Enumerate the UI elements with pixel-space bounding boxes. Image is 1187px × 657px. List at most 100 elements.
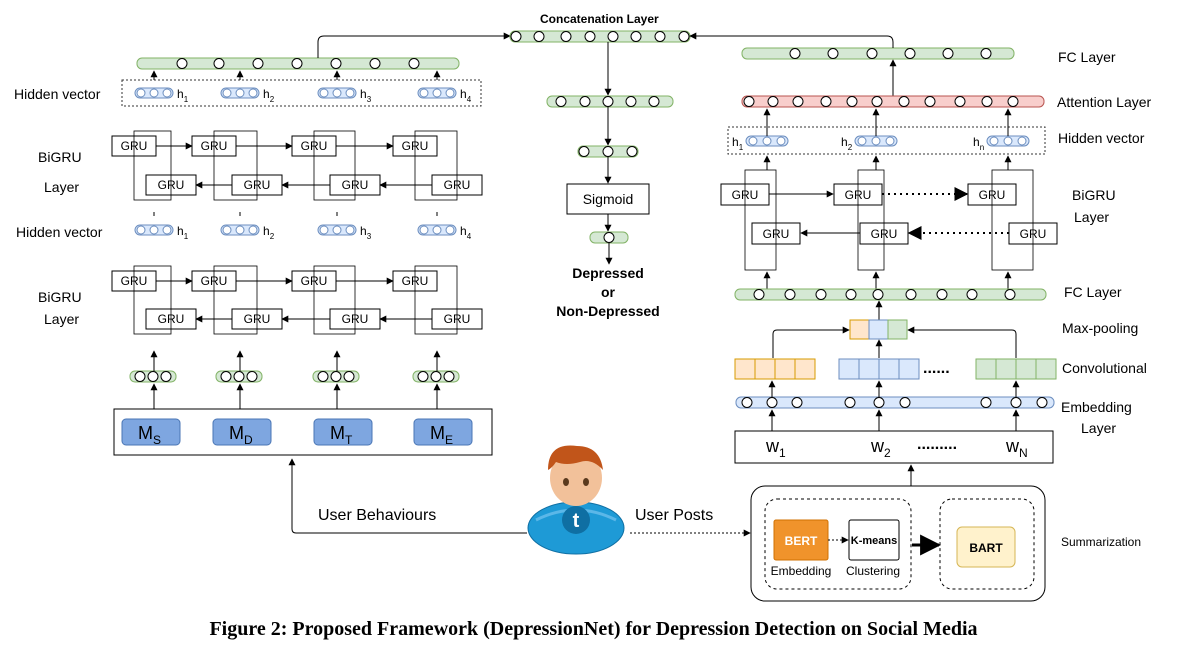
neuron	[899, 397, 911, 408]
neuron	[792, 96, 804, 107]
neuron	[1036, 397, 1048, 408]
neuron	[332, 225, 342, 235]
kmeans-caption: Clustering	[846, 564, 900, 578]
neuron	[905, 289, 917, 300]
neuron	[222, 88, 232, 98]
neuron	[827, 48, 839, 59]
neuron	[162, 88, 172, 98]
neuron	[235, 88, 245, 98]
left-hidden-top-2-label: h2	[263, 87, 275, 104]
neuron	[820, 96, 832, 107]
neuron	[980, 397, 992, 408]
neuron	[981, 96, 993, 107]
right-bigru-label-1: BiGRU	[1072, 187, 1116, 203]
bart-label: BART	[969, 541, 1003, 555]
conv-orange-cell	[734, 358, 756, 380]
neuron	[369, 58, 381, 69]
neuron	[1004, 289, 1016, 300]
left-bigru-bottom-cell-frame-4	[414, 265, 458, 335]
right-hidden-label-3: hn	[973, 135, 984, 152]
neuron	[753, 289, 765, 300]
user-posts-label: User Posts	[635, 507, 713, 524]
neuron	[885, 136, 895, 146]
modality-t	[313, 418, 373, 446]
neuron	[330, 371, 342, 382]
conv-dots: ......	[923, 360, 950, 377]
neuron	[648, 96, 660, 107]
left-bigru-label-top-2: Layer	[44, 179, 79, 195]
neuron	[317, 371, 329, 382]
neuron	[319, 225, 329, 235]
neuron	[345, 88, 355, 98]
neuron	[345, 225, 355, 235]
neuron	[147, 371, 159, 382]
maxpool-arrow-left	[772, 326, 850, 358]
output-or: or	[601, 284, 616, 300]
right-cell-frame-2	[857, 169, 885, 271]
sigmoid-label: Sigmoid	[583, 191, 634, 207]
neuron	[417, 371, 429, 382]
conv-feature-maps: ......	[734, 358, 1057, 380]
left-to-concat-arrow	[317, 32, 511, 58]
conv-orange-cell	[774, 358, 796, 380]
neuron	[654, 31, 666, 42]
neuron	[162, 225, 172, 235]
left-output-layer	[136, 57, 460, 70]
neuron	[330, 58, 342, 69]
output-non-depressed: Non-Depressed	[556, 303, 659, 319]
neuron	[555, 96, 567, 107]
neuron	[924, 96, 936, 107]
kmeans-box	[848, 519, 900, 561]
modality-d	[212, 418, 272, 446]
left-hidden-top-1-label: h1	[177, 87, 189, 104]
neuron	[578, 146, 590, 157]
neuron	[149, 88, 159, 98]
max-pooling-label: Max-pooling	[1062, 320, 1138, 336]
concat-layer	[509, 30, 691, 43]
neuron	[791, 397, 803, 408]
left-hidden-top-3-label: h3	[360, 87, 372, 104]
neuron	[846, 96, 858, 107]
left-bigru-bottom-cell-frame-2	[213, 265, 258, 335]
neuron	[432, 225, 442, 235]
neuron	[432, 88, 442, 98]
neuron	[160, 371, 172, 382]
neuron	[430, 371, 442, 382]
neuron	[607, 31, 619, 42]
neuron	[419, 225, 429, 235]
neuron	[584, 31, 596, 42]
neuron	[1010, 397, 1022, 408]
right-fc-top-layer	[741, 47, 1015, 60]
neuron	[343, 371, 355, 382]
right-fc-mid-label: FC Layer	[1064, 284, 1122, 300]
neuron	[602, 96, 614, 107]
neuron	[248, 88, 258, 98]
neuron	[291, 58, 303, 69]
neuron	[954, 96, 966, 107]
left-hidden-mid-1-label: h1	[177, 224, 189, 241]
neuron	[560, 31, 572, 42]
neuron	[445, 88, 455, 98]
neuron	[936, 289, 948, 300]
neuron	[220, 371, 232, 382]
neuron	[136, 225, 146, 235]
word-2: w2	[870, 436, 891, 460]
sigmoid-box: Sigmoid	[566, 183, 650, 215]
left-bigru-top-cell-frame-1	[133, 130, 172, 201]
summarization-box: BERT Embedding K-means Clustering BART	[750, 485, 1046, 602]
attention-layer-label: Attention Layer	[1057, 94, 1152, 110]
figure-caption: Figure 2: Proposed Framework (Depression…	[209, 618, 978, 640]
left-hidden-mid-4-label: h4	[460, 224, 472, 241]
neuron	[445, 225, 455, 235]
neuron	[980, 48, 992, 59]
neuron	[136, 88, 146, 98]
word-dots: .........	[917, 436, 957, 453]
right-fc-top-label: FC Layer	[1058, 49, 1116, 65]
middle-output-layer	[589, 231, 629, 244]
neuron	[762, 136, 772, 146]
left-hidden-mid-2-label: h2	[263, 224, 275, 241]
